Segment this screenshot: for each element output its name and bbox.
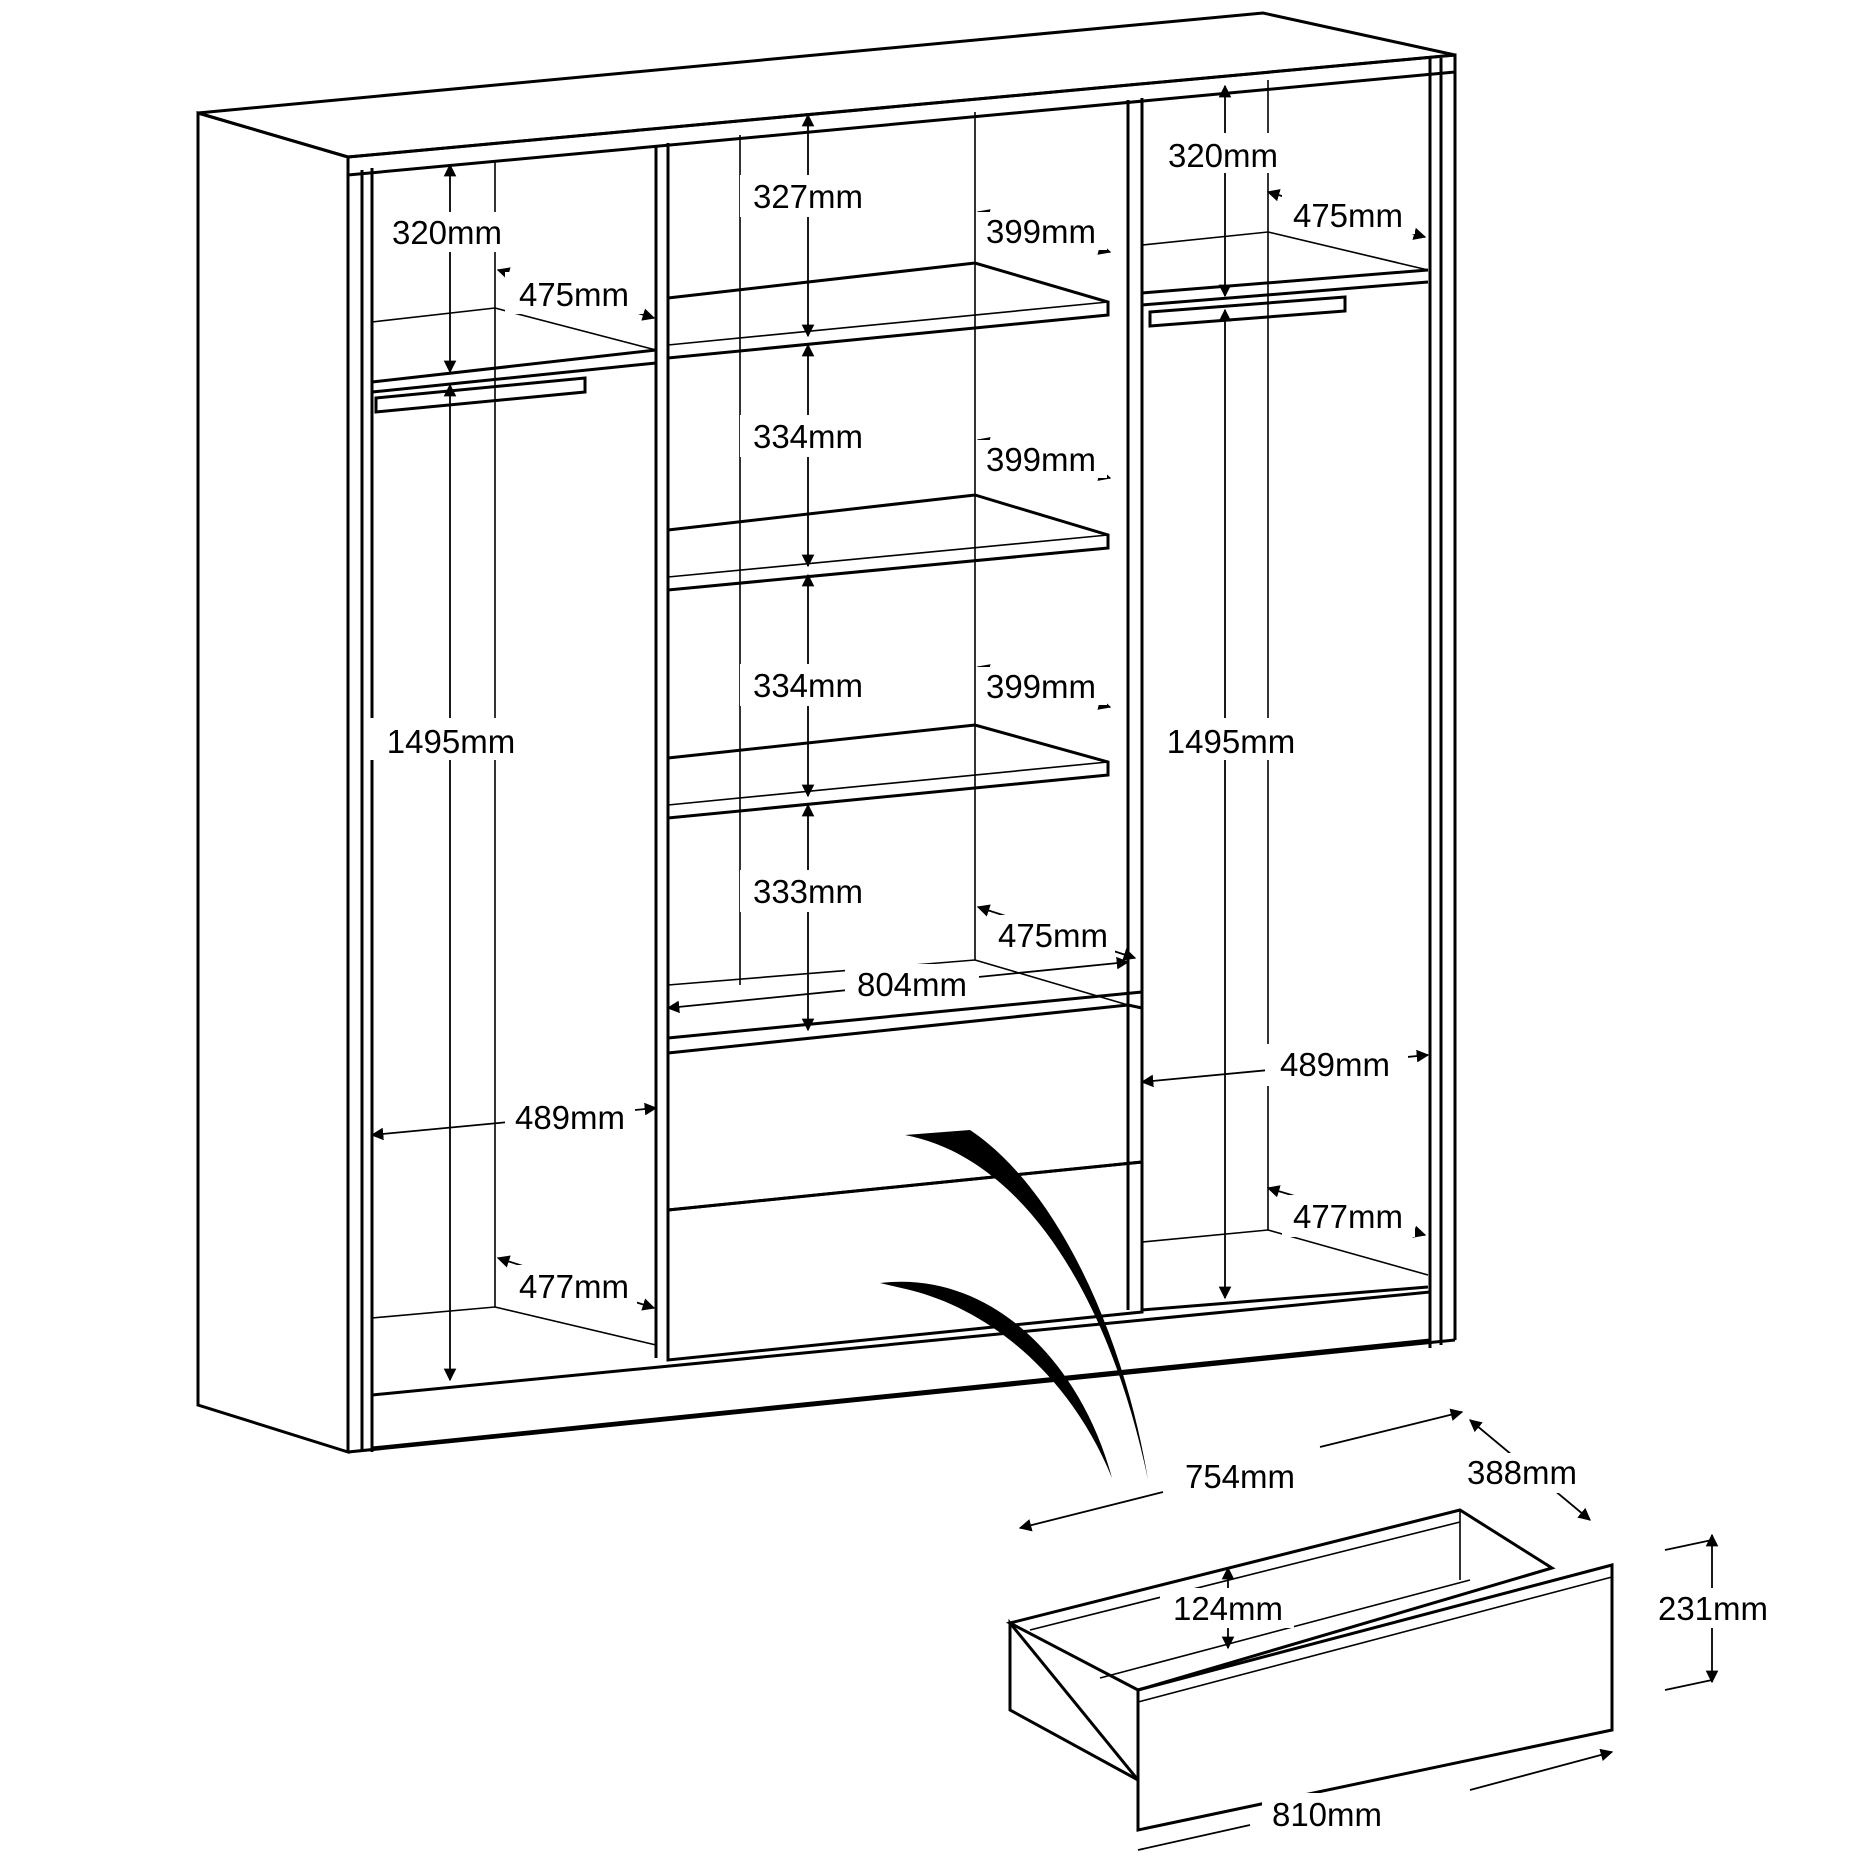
- middle-shelf-depth-2-label: 399mm: [986, 441, 1096, 478]
- right-bottom-depth-label: 477mm: [1293, 1198, 1403, 1235]
- wardrobe-labels: 320mm 475mm 1495mm 489mm 477mm 327mm 334…: [387, 137, 1403, 1305]
- top-front-edge: [346, 53, 1457, 177]
- right-bottom-width-label: 489mm: [1280, 1046, 1390, 1083]
- drawer-inner-width-label: 754mm: [1185, 1458, 1295, 1495]
- middle-shelf-gap-4-label: 333mm: [753, 873, 863, 910]
- drawer-callout-arrows: [880, 1130, 1148, 1480]
- drawer-labels: 754mm 388mm 124mm 231mm 810mm: [1173, 1454, 1768, 1833]
- middle-shelf-depth-1-label: 399mm: [986, 213, 1096, 250]
- right-hanging-height-label: 1495mm: [1167, 723, 1295, 760]
- middle-shelf-gap-2-label: 334mm: [753, 418, 863, 455]
- left-top-depth-label: 475mm: [519, 276, 629, 313]
- drawer-left-side: [1008, 1618, 1140, 1782]
- shelf-3: [666, 723, 1110, 820]
- right-top-depth-label: 475mm: [1293, 197, 1403, 234]
- right-top-height-label: 320mm: [1168, 137, 1278, 174]
- callout-arrow-lower: [880, 1281, 1112, 1478]
- middle-base-depth-label: 475mm: [998, 917, 1108, 954]
- left-bottom-depth-label: 477mm: [519, 1268, 629, 1305]
- left-hanging-rail: [374, 376, 587, 414]
- drawer-inner-height-label: 124mm: [1173, 1590, 1283, 1627]
- left-hanging-height-label: 1495mm: [387, 723, 515, 760]
- right-compartment: [1126, 80, 1429, 1312]
- left-bottom-width-label: 489mm: [515, 1099, 625, 1136]
- middle-inner-width-label: 804mm: [857, 966, 967, 1003]
- callout-arrow-upper: [905, 1130, 1148, 1480]
- middle-shelf-gap-3-label: 334mm: [753, 667, 863, 704]
- drawer-front-width-label: 810mm: [1272, 1796, 1382, 1833]
- wardrobe-body: [196, 11, 1457, 1455]
- drawer-depth-label: 388mm: [1467, 1454, 1577, 1491]
- middle-shelf-gap-1-label: 327mm: [753, 178, 863, 215]
- drawer-front-height-label: 231mm: [1658, 1590, 1768, 1627]
- middle-shelf-depth-3-label: 399mm: [986, 668, 1096, 705]
- left-side-panel: [196, 110, 350, 1455]
- drawer-front: [1136, 1563, 1614, 1832]
- middle-compartment: [666, 112, 1144, 1362]
- right-hanging-rail: [1148, 295, 1347, 328]
- left-top-height-label: 320mm: [392, 214, 502, 251]
- drawer-2-front: [666, 1160, 1144, 1362]
- drawer-1-front: [666, 1003, 1144, 1212]
- drawer-box-top: [1005, 1508, 1556, 1692]
- shelf-2: [666, 493, 1110, 592]
- drawer-detail: [1005, 1408, 1719, 1851]
- shelf-1: [666, 261, 1110, 360]
